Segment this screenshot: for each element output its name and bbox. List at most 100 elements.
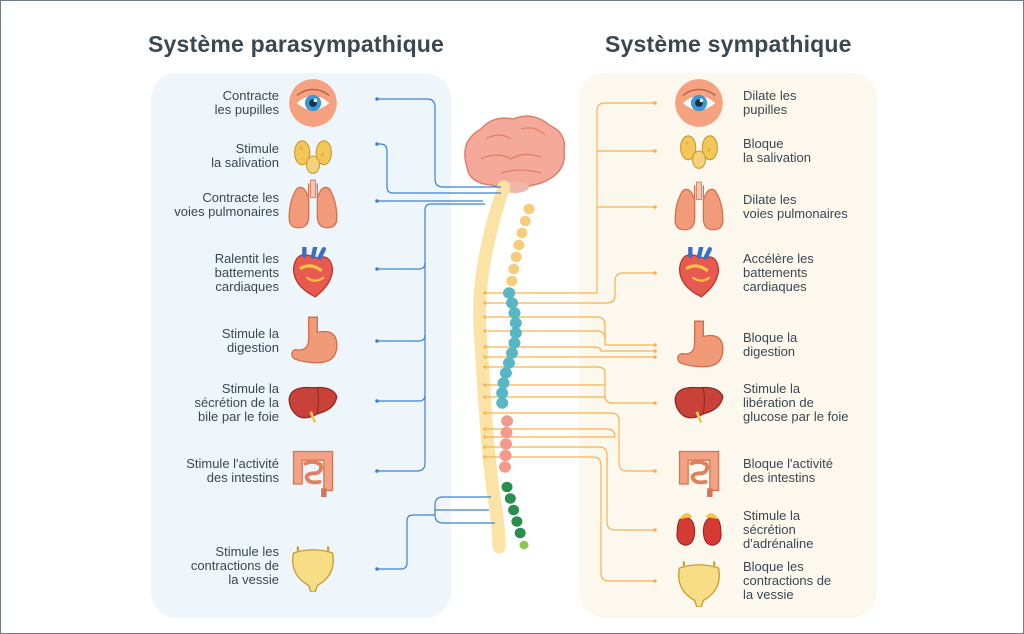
nerve-root — [483, 301, 487, 305]
vertebra — [510, 251, 522, 263]
sympathetic-nerve — [487, 316, 655, 346]
parasympathetic-nerve — [377, 395, 426, 472]
adrenal-gland-icon — [676, 512, 722, 546]
effect-label-line: Bloque la — [743, 330, 798, 345]
effect-label-line: Stimule — [235, 141, 279, 156]
salivary-gland-icon — [680, 135, 718, 169]
effect-label-line: la vessie — [228, 572, 279, 587]
nerve-ending — [653, 205, 657, 209]
sympathetic-title: Système sympathique — [605, 31, 852, 57]
nerve-ending — [653, 469, 657, 473]
effect-label-line: Stimule la — [221, 326, 279, 341]
liver-icon — [287, 386, 339, 424]
parasympathetic-title: Système parasympathique — [148, 31, 445, 57]
vertebra — [503, 287, 515, 299]
vertebra — [500, 438, 512, 450]
heart-icon — [294, 247, 333, 297]
effect-label-line: contractions de — [743, 573, 832, 588]
vertebra — [513, 239, 525, 251]
effect-label-line: Stimule la — [743, 381, 801, 396]
vertebra — [508, 337, 521, 349]
effect-label-line: d'adrénaline — [743, 536, 814, 551]
effect-label-line: sécrétion — [743, 522, 796, 537]
vertebra — [516, 227, 528, 239]
effect-label-line: glucose par le foie — [743, 409, 849, 424]
vertebra — [508, 307, 521, 319]
parasympathetic-wires — [375, 97, 501, 571]
sympathetic-nerve — [487, 346, 655, 352]
liver-icon — [673, 386, 725, 424]
effect-label-line: la salivation — [743, 150, 811, 165]
nerve-ending — [375, 567, 379, 571]
effect-label-line: digestion — [743, 344, 796, 359]
nerve-root — [483, 445, 487, 449]
effect-label-line: des intestins — [206, 470, 279, 485]
nerve-root — [483, 395, 487, 399]
effect-label-line: Ralentit les — [214, 251, 279, 266]
nerve-root — [483, 291, 487, 295]
nerve-ending — [653, 349, 657, 353]
sympathetic-nerve — [487, 330, 606, 340]
effect-label-line: Dilate les — [743, 88, 797, 103]
effect-label-line: battements — [214, 265, 279, 280]
vertebra — [501, 415, 513, 427]
vertebra — [496, 387, 509, 399]
nerve-root — [483, 365, 487, 369]
vertebra — [509, 327, 522, 339]
vertebra — [506, 275, 518, 287]
eye-icon — [288, 78, 338, 128]
vertebra — [505, 347, 518, 359]
nerve-root — [483, 427, 487, 431]
effect-label-line: la salivation — [211, 155, 279, 170]
effect-label-line: Contracte — [222, 88, 279, 103]
effect-label-line: Bloque les — [743, 559, 804, 574]
vertebra — [499, 367, 512, 379]
vertebra — [497, 377, 510, 389]
effect-label-line: la vessie — [743, 587, 794, 602]
heart-icon — [680, 247, 719, 297]
vertebra — [499, 461, 511, 473]
effect-label-line: Accélère les — [743, 251, 814, 266]
nerve-root — [483, 435, 487, 439]
effect-label-line: sécrétion de la — [194, 395, 279, 410]
sympathetic-nerve — [487, 456, 655, 582]
effect-label-line: Stimule la — [743, 508, 801, 523]
vertebra — [499, 449, 512, 462]
stomach-icon — [677, 320, 724, 368]
stomach-icon — [291, 316, 338, 364]
sympathetic-nerve — [485, 272, 655, 304]
effect-label-line: contractions de — [190, 558, 279, 573]
nerve-ending — [375, 142, 379, 146]
intestines-icon — [294, 452, 333, 498]
sympathetic-nerve — [487, 412, 655, 472]
vertebra — [514, 527, 526, 539]
nerve-ending — [653, 343, 657, 347]
nerve-root — [483, 383, 487, 387]
sympathetic-wires — [483, 101, 657, 583]
nerve-root — [483, 411, 487, 415]
nerve-root — [483, 455, 487, 459]
vertebra — [509, 317, 522, 329]
parasympathetic-nerve — [377, 335, 426, 402]
parasympathetic-nerve — [377, 263, 426, 342]
parasympathetic-nerve — [377, 203, 485, 270]
nerve-ending — [653, 401, 657, 405]
effect-label-line: bile par le foie — [198, 409, 279, 424]
brain-icon — [464, 115, 566, 193]
vertebra — [496, 397, 509, 409]
effect-label-line: voies pulmonaires — [174, 204, 279, 219]
effect-label-line: battements — [743, 265, 808, 280]
